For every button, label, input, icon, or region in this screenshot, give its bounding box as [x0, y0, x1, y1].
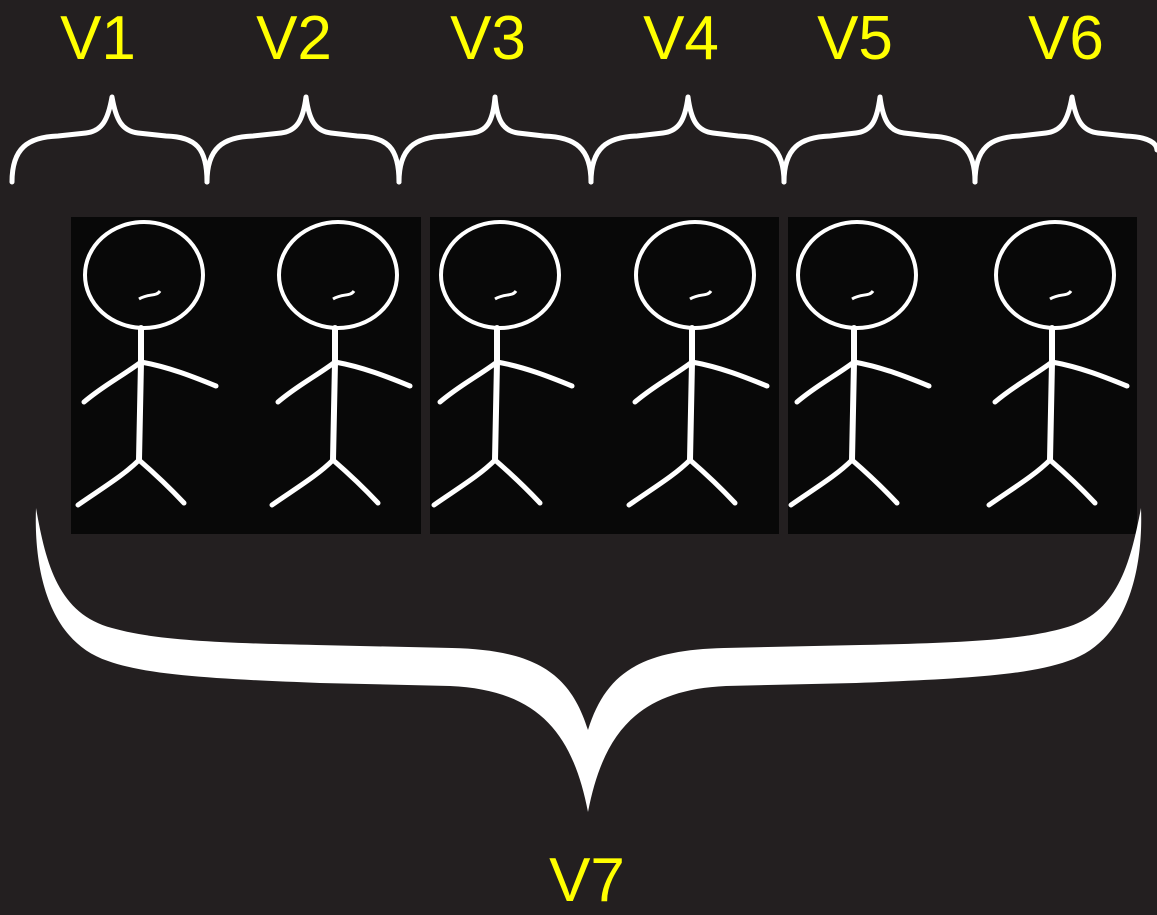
brace-v2: [204, 94, 402, 185]
label-v4: V4: [643, 4, 719, 73]
small-braces: [9, 94, 1157, 185]
brace-v4: [588, 94, 787, 185]
label-v5: V5: [817, 4, 893, 73]
label-v7: V7: [549, 846, 625, 915]
brace-v7: [35, 508, 1142, 812]
label-v1: V1: [60, 4, 136, 73]
panel-2: [430, 217, 779, 534]
panel-3: [788, 217, 1137, 534]
brace-v3: [396, 94, 594, 185]
label-v3: V3: [450, 4, 526, 73]
brace-v1: [9, 94, 210, 185]
panels: [71, 217, 1137, 534]
label-v2: V2: [256, 4, 332, 73]
panel-1: [71, 217, 421, 534]
label-v6: V6: [1028, 4, 1104, 73]
brace-v6: [972, 94, 1157, 185]
brace-v5: [781, 94, 978, 185]
